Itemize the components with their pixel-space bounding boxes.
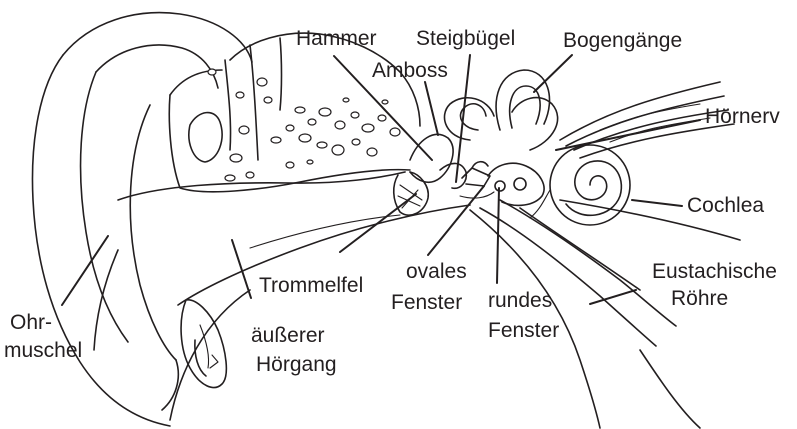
leader-eustachische-roehre <box>590 290 636 304</box>
label-steigbuegel: Steigbügel <box>416 27 515 51</box>
label-eustachische-line1: Eustachische <box>652 260 777 284</box>
label-ohrmuschel-line1: Ohr- <box>10 311 52 335</box>
label-ovales-fenster-line1: ovales <box>406 260 467 284</box>
eustachian-tube-drawing <box>470 200 740 428</box>
eardrum-drawing <box>394 172 429 215</box>
label-hoernerv: Hörnerv <box>705 105 780 129</box>
label-eustachische-line2: Röhre <box>671 287 728 311</box>
leader-trommelfel <box>340 194 416 252</box>
label-cochlea: Cochlea <box>687 194 764 218</box>
pinna-drawing <box>32 13 252 426</box>
label-rundes-fenster-line1: rundes <box>488 289 552 313</box>
leader-steigbuegel <box>456 55 470 182</box>
leader-rundes-fenster <box>497 188 499 283</box>
label-amboss: Amboss <box>372 59 448 83</box>
leader-ohrmuschel <box>62 236 108 305</box>
cochlea-drawing <box>530 145 630 225</box>
label-trommelfel: Trommelfel <box>259 274 363 298</box>
leader-hoernerv <box>556 120 700 150</box>
label-aeusserer-hoergang-line2: Hörgang <box>256 353 337 377</box>
leader-bogengaenge <box>534 55 572 92</box>
label-bogengaenge: Bogengänge <box>563 29 682 53</box>
label-ohrmuschel-line2: muschel <box>4 339 82 363</box>
temporal-bone-drawing <box>169 33 420 192</box>
leader-amboss <box>425 82 438 135</box>
label-aeusserer-hoergang-line1: äußerer <box>251 324 325 348</box>
label-rundes-fenster-line2: Fenster <box>488 319 559 343</box>
label-ovales-fenster-line2: Fenster <box>391 291 462 315</box>
leader-cochlea <box>632 200 682 206</box>
label-hammer: Hammer <box>296 27 377 51</box>
leader-ovales-fenster <box>428 186 484 255</box>
